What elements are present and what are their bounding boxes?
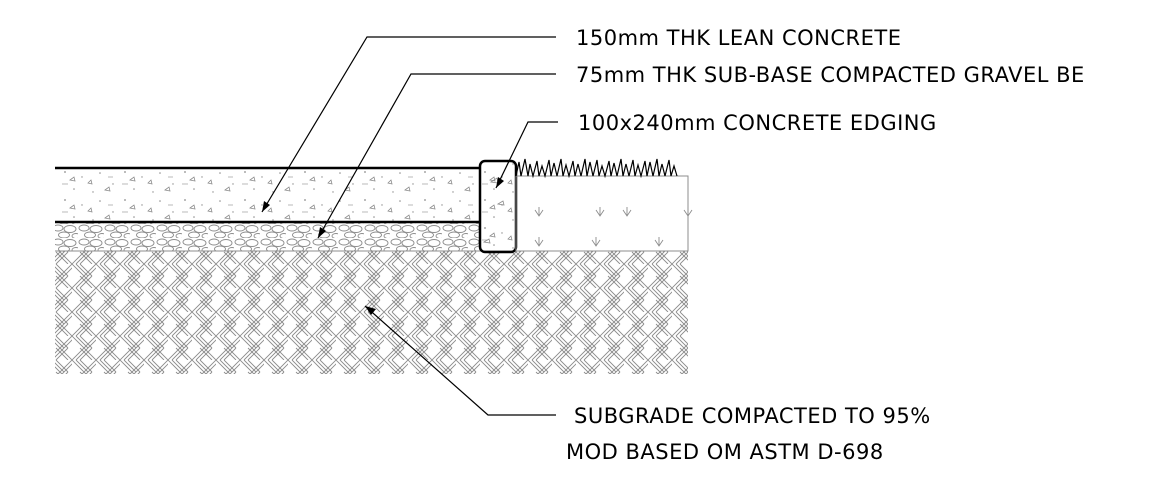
gravel-sub-base-layer bbox=[55, 223, 480, 251]
lean-concrete-layer bbox=[55, 168, 480, 222]
leader-lean-concrete bbox=[261, 36, 556, 213]
label-sub-base: 75mm THK SUB-BASE COMPACTED GRAVEL BE bbox=[576, 63, 1085, 87]
label-subgrade-line1: SUBGRADE COMPACTED TO 95% bbox=[574, 404, 931, 428]
leader-edging bbox=[495, 121, 558, 189]
label-concrete-edging: 100x240mm CONCRETE EDGING bbox=[578, 111, 937, 135]
concrete-edging bbox=[478, 159, 518, 254]
leader-sub-base bbox=[317, 73, 556, 239]
label-subgrade-line2: MOD BASED OM ASTM D-698 bbox=[566, 440, 884, 464]
label-lean-concrete: 150mm THK LEAN CONCRETE bbox=[576, 26, 901, 50]
turf-zone bbox=[515, 158, 693, 252]
leader-subgrade bbox=[364, 305, 556, 416]
